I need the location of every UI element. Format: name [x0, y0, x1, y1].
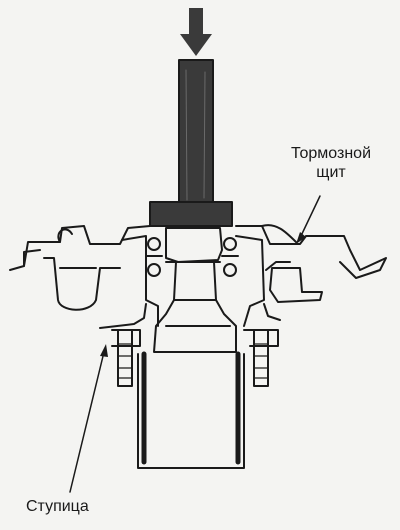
brake-shield-right [235, 225, 387, 279]
support-tube [137, 351, 245, 469]
leader-line-hub [69, 351, 105, 493]
press-shaft [149, 59, 233, 227]
brake-shield-left [9, 225, 151, 271]
label-brake-shield-line1: Тормозной [290, 145, 372, 162]
wheel-bearing [145, 237, 239, 277]
arrow-down-icon [180, 8, 212, 56]
leader-line-brake-shield [299, 195, 321, 239]
label-brake-shield-line2: щит [316, 164, 346, 181]
label-hub: Ступица [26, 498, 89, 515]
knuckle-housing [43, 235, 323, 329]
wheel-stud-right [253, 329, 269, 387]
label-brake-shield: Тормозной щит [266, 144, 396, 182]
wheel-stud-left [117, 329, 133, 387]
